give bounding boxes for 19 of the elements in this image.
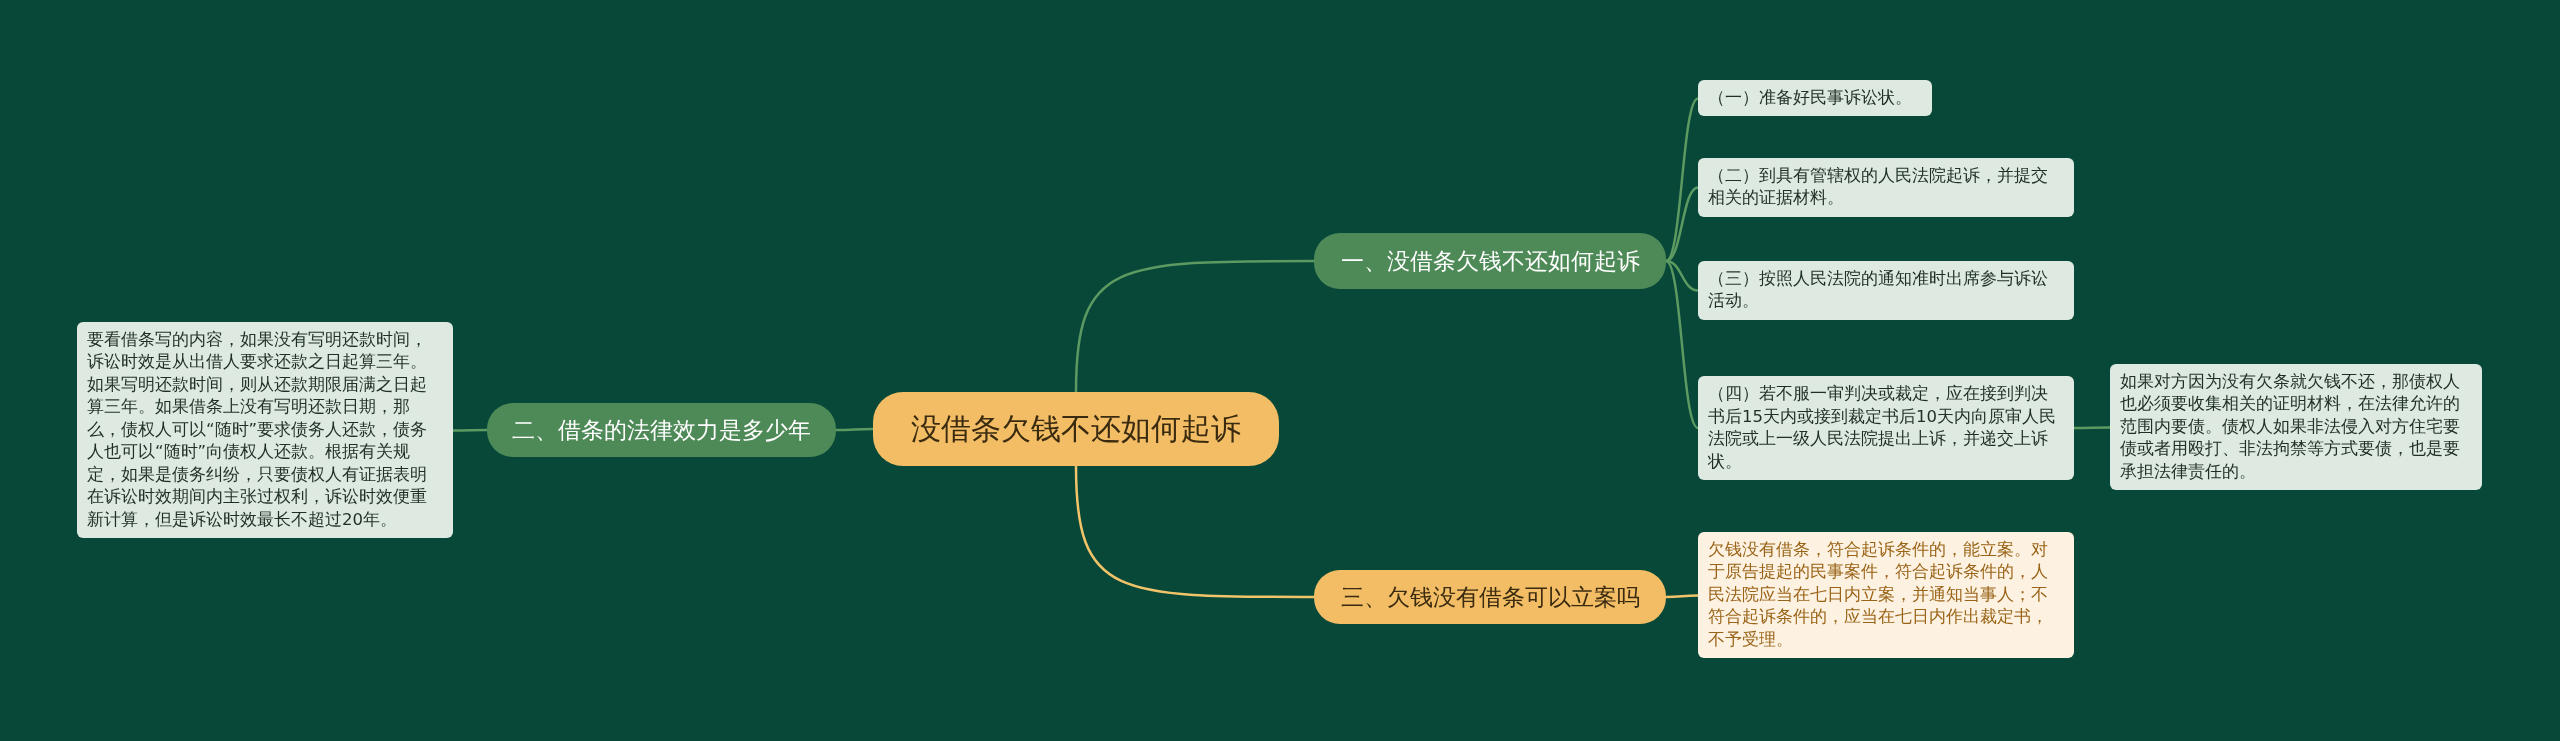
- connector-line: [1074, 259, 1314, 393]
- note-box: （二）到具有管辖权的人民法院起诉，并提交相关的证据材料。: [1698, 157, 2074, 217]
- note-box: （四）若不服一审判决或裁定，应在接到判决书后15天内或接到裁定书后10天内向原审人民法院或上一级人民法院提出上诉，并递交上诉状。: [1698, 376, 2074, 480]
- central-topic: 没借条欠钱不还如何起诉: [873, 392, 1279, 466]
- note-box: 欠钱没有借条，符合起诉条件的，能立案。对于原告提起的民事案件，符合起诉条件的，人民法院应当在七日内立案，并通知当事人；不符合起诉条件的，应当在七日内作出裁定书，不予受理。: [1698, 531, 2074, 658]
- connector-line: [1666, 594, 1698, 599]
- connector-line: [2074, 426, 2110, 430]
- branch-topic: 一、没借条欠钱不还如何起诉: [1314, 233, 1666, 289]
- note-box: （一）准备好民事诉讼状。: [1698, 79, 1932, 116]
- note-box: 如果对方因为没有欠条就欠钱不还，那债权人也必须要收集相关的证明材料，在法律允许的范围内要债。债权人如果非法侵入对方住宅要债或者用殴打、非法拘禁等方式要债，也是要承担法律责任的。: [2110, 363, 2482, 490]
- note-box: 要看借条写的内容，如果没有写明还款时间，诉讼时效是从出借人要求还款之日起算三年。如果写明还款时间，则从还款期限届满之日起算三年。如果借条上没有写明还款日期，那么，债权人可以“随时”要求债务人还款，债务人也可以“随时”向债权人还款。根据有关规定，如果是债务纠纷，只要债权人有证据表明在诉讼时效期间内主张过权利，诉讼时效便重新计算，但是诉讼时效最长不超过20年。: [77, 321, 453, 538]
- note-box: （三）按照人民法院的通知准时出席参与诉讼活动。: [1698, 260, 2074, 320]
- connector-line: [1074, 465, 1314, 599]
- connector-line: [1665, 97, 1699, 262]
- connector-line: [836, 427, 873, 432]
- branch-topic: 三、欠钱没有借条可以立案吗: [1314, 570, 1666, 624]
- connector-line: [1665, 260, 1699, 429]
- connector-line: [453, 428, 487, 432]
- branch-topic: 二、借条的法律效力是多少年: [487, 403, 836, 457]
